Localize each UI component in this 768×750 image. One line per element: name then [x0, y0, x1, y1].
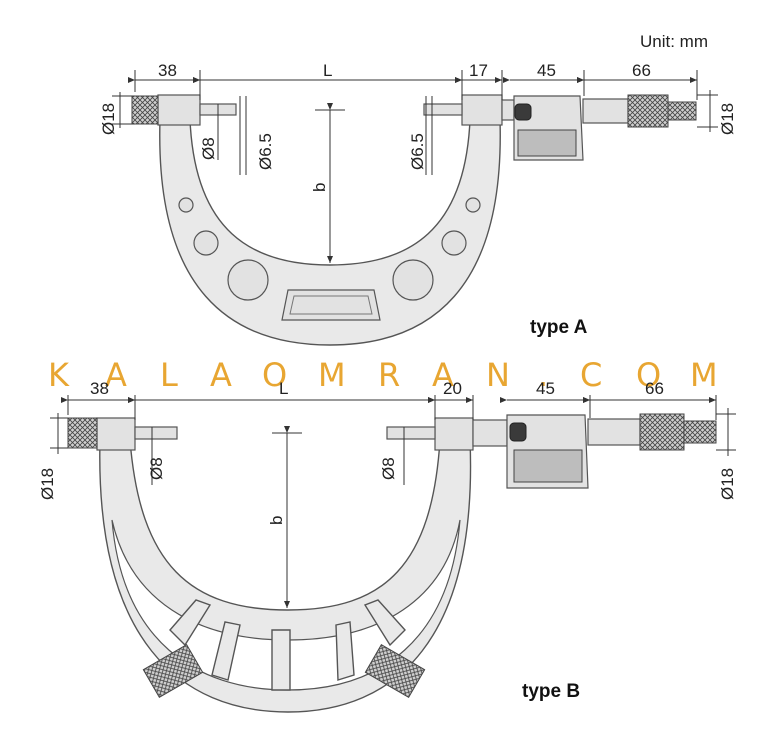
type-a-left-knurl — [131, 95, 159, 125]
type-a-dia-left: Ø18 — [99, 103, 118, 135]
type-b-dia-right: Ø18 — [718, 468, 737, 500]
type-b-dim-L: L — [279, 379, 288, 398]
watermark-char: C — [580, 356, 602, 394]
type-a-dim-66: 66 — [632, 61, 651, 80]
type-b-clamp — [509, 422, 527, 442]
frame-rib — [169, 599, 212, 647]
type-b-dim-38: 38 — [90, 379, 109, 398]
watermark-char: . — [538, 356, 548, 394]
type-b-sleeve — [587, 418, 641, 446]
frame-hole — [227, 259, 269, 301]
type-b-drawing: 38 L 20 45 66 Ø18 Ø8 Ø8 Ø18 b type B — [38, 379, 737, 713]
type-b-left-boss — [96, 417, 136, 451]
type-a-dia-right: Ø18 — [718, 103, 737, 135]
frame-hole — [441, 230, 467, 256]
type-a-dim-38: 38 — [158, 61, 177, 80]
type-b-insulator-right — [364, 643, 426, 699]
type-b-lcd — [513, 449, 583, 483]
frame-hole — [465, 197, 481, 213]
type-b-anvil — [134, 426, 178, 440]
type-b-left-knurl — [67, 417, 98, 449]
watermark-char: A — [210, 356, 232, 394]
type-b-insulator-left — [142, 643, 204, 699]
type-b-dim-45: 45 — [536, 379, 555, 398]
type-b-dia-spindle: Ø8 — [379, 457, 398, 480]
type-a-lcd — [517, 129, 577, 157]
type-b-title: type B — [522, 681, 580, 702]
type-a-right-boss — [461, 94, 503, 126]
watermark-char: L — [160, 356, 178, 394]
type-b-thimble — [639, 413, 685, 451]
frame-window — [281, 289, 381, 321]
type-a-ratchet — [667, 101, 697, 121]
watermark-char: O — [262, 356, 287, 394]
type-a-spindle — [423, 103, 463, 116]
type-b-dim-66: 66 — [645, 379, 664, 398]
type-a-dia-anvil: Ø8 — [199, 137, 218, 160]
type-a-dim-17: 17 — [469, 61, 488, 80]
type-a-dia-spindle-tip: Ø6.5 — [408, 133, 427, 170]
type-a-dia-anvil-tip: Ø6.5 — [256, 133, 275, 170]
frame-hole — [193, 230, 219, 256]
type-a-left-boss — [157, 94, 201, 126]
watermark-char: M — [690, 356, 718, 394]
type-b-dia-anvil: Ø8 — [147, 457, 166, 480]
frame-hole — [392, 259, 434, 301]
frame-rib — [271, 629, 291, 691]
type-b-spindle — [386, 426, 436, 440]
watermark-char: M — [318, 356, 346, 394]
type-a-drawing: 38 L 17 45 66 Ø18 Ø8 Ø6.5 Ø6.5 Ø18 b typ… — [99, 61, 737, 346]
type-b-dia-left: Ø18 — [38, 468, 57, 500]
type-a-dim-L: L — [323, 61, 332, 80]
type-a-dim-45: 45 — [537, 61, 556, 80]
type-b-ratchet — [683, 420, 717, 444]
frame-rib — [211, 621, 241, 681]
type-b-dim-b: b — [267, 516, 286, 525]
frame-hole — [178, 197, 194, 213]
type-b-dim-20: 20 — [443, 379, 462, 398]
watermark-char: A — [105, 356, 127, 394]
type-a-clamp — [514, 103, 532, 121]
unit-label: Unit: mm — [640, 32, 708, 51]
type-b-right-boss — [434, 417, 474, 451]
watermark-char: O — [636, 356, 661, 394]
type-a-thimble — [627, 94, 669, 128]
frame-rib — [335, 621, 355, 681]
type-a-title: type A — [530, 317, 588, 338]
watermark-char: R — [378, 356, 400, 394]
type-a-sleeve — [582, 98, 629, 124]
watermark-char: A — [432, 356, 454, 394]
watermark-char: N — [486, 356, 510, 394]
frame-rib — [363, 599, 406, 647]
watermark-char: K — [48, 356, 70, 394]
type-a-dim-b: b — [310, 183, 329, 192]
watermark: K A L A O M R A N . C O M — [48, 356, 718, 394]
